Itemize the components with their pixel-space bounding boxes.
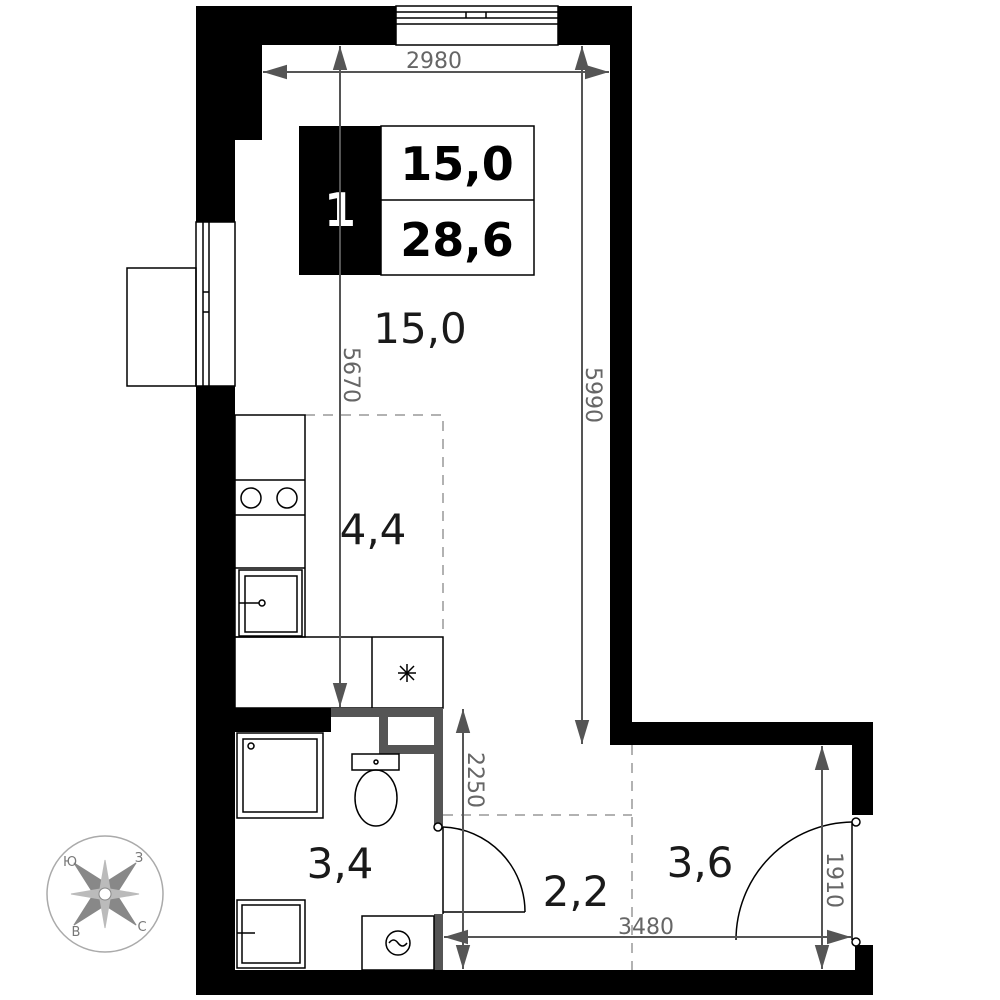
window-top — [395, 5, 559, 46]
wall-bath-top — [235, 708, 331, 732]
toilet-icon — [351, 753, 400, 827]
compass-label-west: В — [72, 925, 81, 940]
room-areas: 15,0 4,4 3,4 2,2 3,6 — [307, 304, 734, 916]
window-left — [126, 221, 236, 387]
area-living-room: 15,0 — [373, 304, 467, 353]
bathroom-door — [433, 822, 526, 914]
dim-loggia-height: 1910 — [821, 852, 846, 908]
area-loggia: 3,6 — [667, 838, 734, 887]
washbasin-icon — [236, 899, 306, 969]
compass-rose-icon — [70, 859, 140, 929]
living-area-value: 15,0 — [400, 137, 514, 191]
dimension-labels: 2980 5670 5990 2250 3480 1910 — [338, 49, 846, 940]
area-bathroom: 3,4 — [307, 839, 374, 888]
dim-bath-height: 2250 — [462, 752, 487, 808]
washing-machine-icon — [361, 915, 435, 971]
dimension-lines — [263, 46, 851, 969]
fridge-icon — [398, 664, 416, 682]
shower-tray-icon — [236, 732, 324, 819]
dim-width-top: 2980 — [406, 49, 462, 74]
exterior-walls — [196, 6, 873, 995]
wall-left — [196, 386, 235, 970]
wall-bottom — [196, 945, 873, 995]
dim-height-right: 5990 — [580, 367, 605, 423]
stove-icon — [240, 487, 298, 509]
dim-height-left: 5670 — [338, 347, 363, 403]
wall-top-left — [196, 6, 396, 222]
bathroom-partitions — [331, 708, 443, 970]
kitchen-sink-icon — [238, 569, 303, 637]
compass-label-south: С — [137, 920, 146, 935]
area-kitchen: 4,4 — [340, 505, 407, 554]
compass: Ю З В С — [46, 835, 164, 953]
total-area-value: 28,6 — [400, 213, 514, 267]
area-hallway: 2,2 — [543, 867, 610, 916]
wall-loggia-top — [610, 722, 873, 815]
compass-label-north: Ю — [63, 855, 77, 870]
apartment-badge: 1 15,0 28,6 — [299, 125, 535, 276]
loggia-door — [735, 817, 861, 947]
dim-hall-width: 3480 — [618, 915, 674, 940]
wall-top-right — [558, 6, 632, 722]
compass-label-east: З — [135, 851, 143, 866]
